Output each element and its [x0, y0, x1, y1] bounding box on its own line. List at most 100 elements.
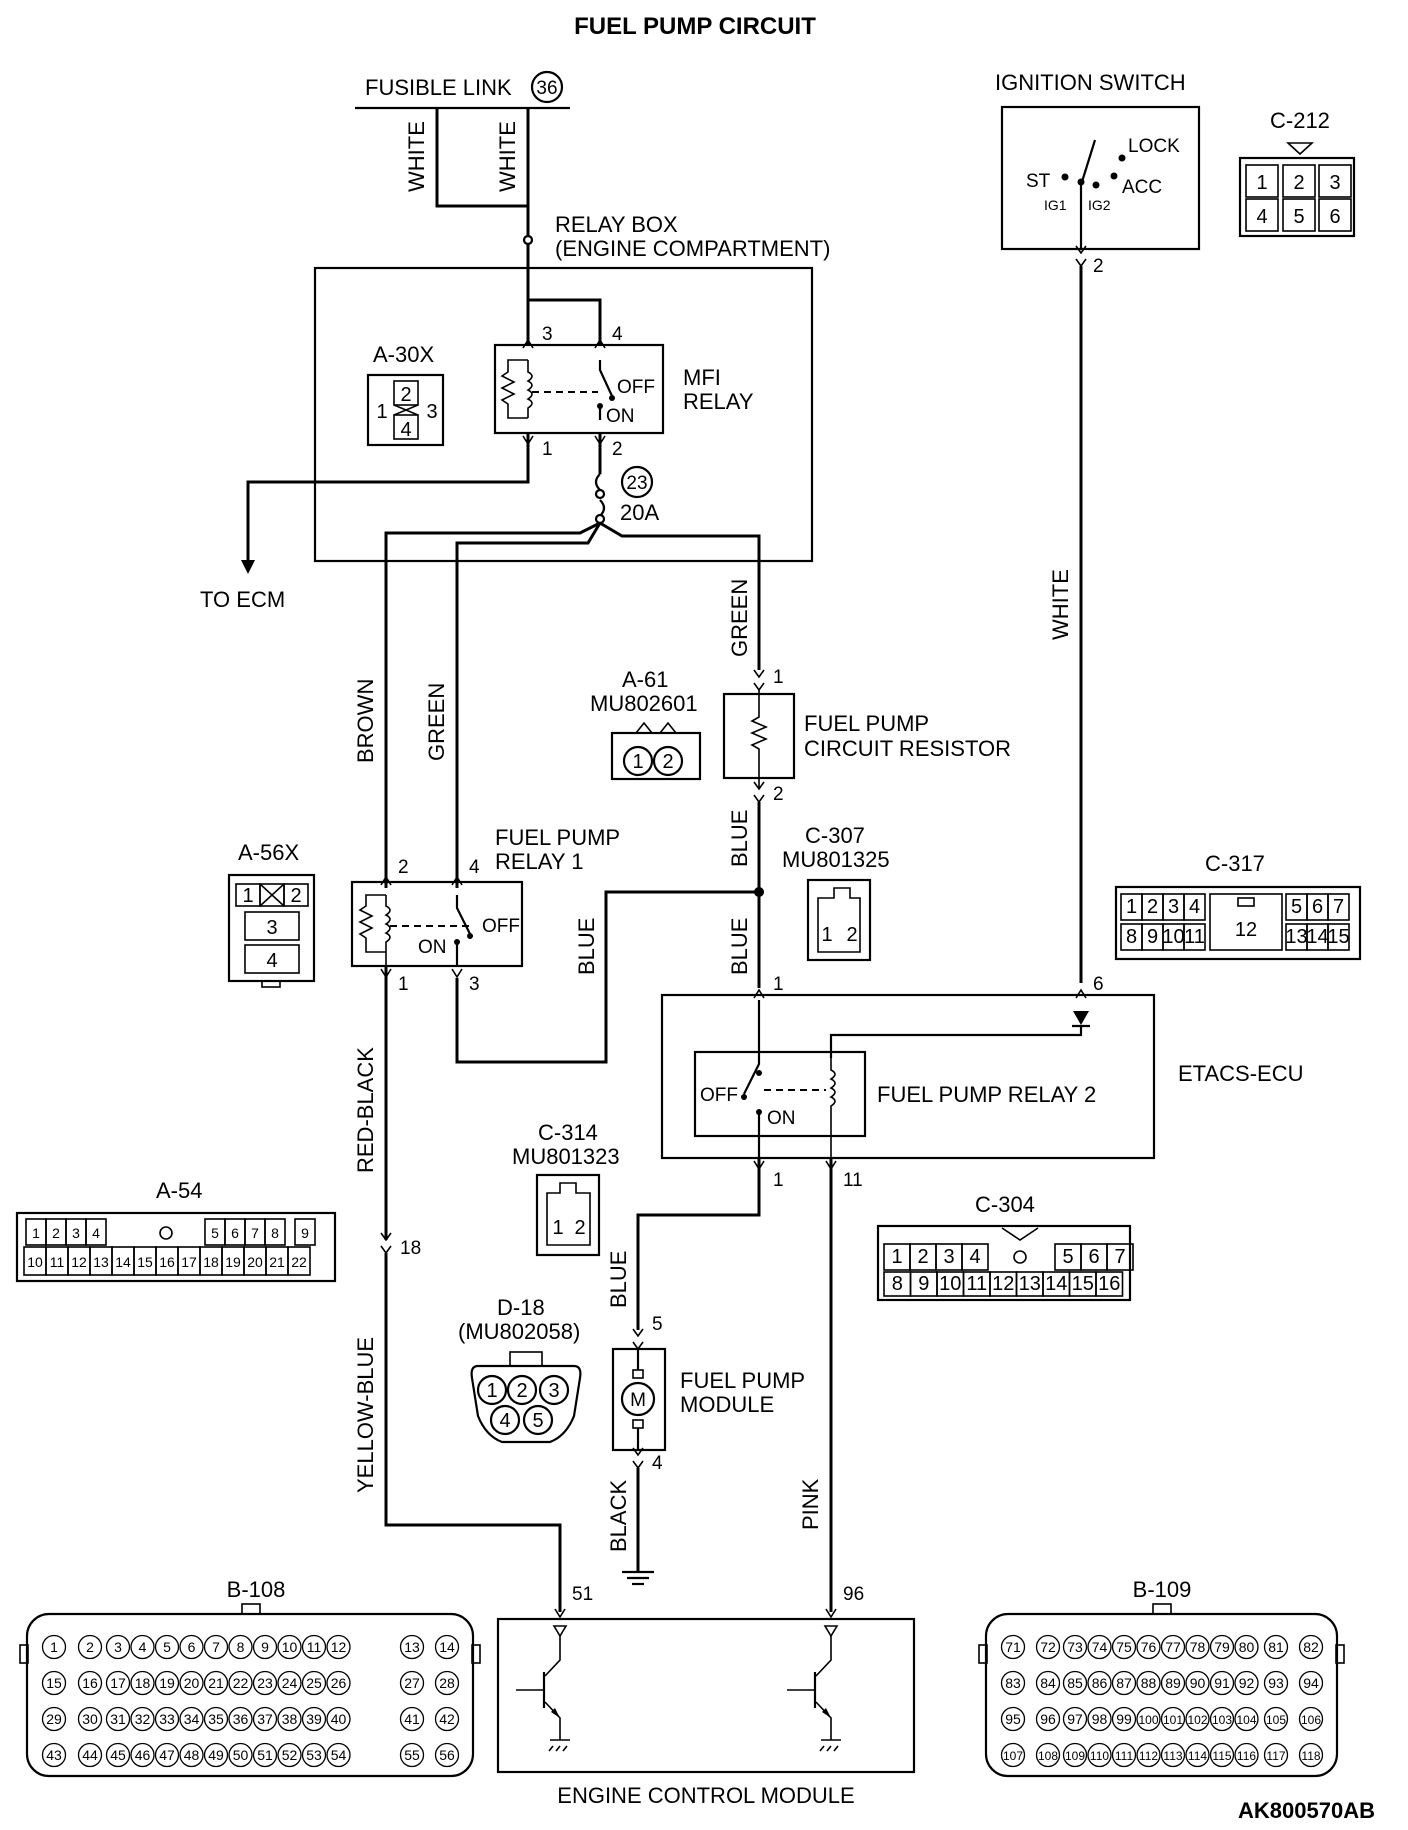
b108-pin: 5 — [163, 1639, 171, 1655]
wire-label-blue-3: BLUE — [727, 918, 752, 975]
b109-pin-circle — [1185, 1634, 1210, 1660]
b109-pin-circle — [1263, 1742, 1289, 1768]
motor-label: M — [630, 1390, 646, 1411]
d18-pin: 5 — [532, 1410, 543, 1432]
ignition-switch-box — [1000, 105, 1201, 251]
c317-pin: 11 — [1184, 926, 1205, 948]
to-ecm-label: TO ECM — [200, 587, 285, 612]
relay2-label: FUEL PUMP RELAY 2 — [877, 1082, 1096, 1107]
b108-pin: 2 — [86, 1639, 94, 1655]
d18-part: (MU802058) — [458, 1319, 580, 1344]
b108-pin-circle — [105, 1706, 131, 1732]
b108-pin-circle — [179, 1670, 204, 1696]
c212-label: C-212 — [1270, 108, 1330, 133]
b108-pin-circle — [77, 1634, 103, 1660]
ignition-switch-label: IGNITION SWITCH — [995, 70, 1186, 95]
wire-yellow-blue — [384, 1253, 562, 1612]
c304-label: C-304 — [975, 1192, 1035, 1217]
a54-center-mark — [159, 1226, 173, 1240]
a61-part: MU802601 — [590, 691, 698, 716]
a30x-pin-box — [393, 380, 419, 406]
a54-pin-box — [85, 1218, 107, 1246]
mfi-pin-2: 2 — [612, 439, 623, 460]
b109-pin: 116 — [1237, 1749, 1256, 1763]
b108-pin: 54 — [331, 1747, 347, 1763]
b109-pin-circle — [1263, 1706, 1289, 1732]
b108-pin-circle — [154, 1634, 180, 1660]
relay2-contact-top — [756, 1070, 762, 1076]
b108-pin-circle — [154, 1670, 180, 1696]
b108-pin: 52 — [282, 1747, 298, 1763]
etacs-pin-1-top: 1 — [773, 974, 784, 995]
b109-pin-circle — [1298, 1742, 1324, 1768]
b108-pin: 36 — [233, 1711, 249, 1727]
a56x-label: A-56X — [238, 840, 299, 865]
b109-pin: 113 — [1163, 1749, 1182, 1763]
a54-pin: 18 — [203, 1254, 219, 1270]
c304-shell — [876, 1224, 1132, 1302]
ign-ig1-dot — [1077, 178, 1085, 186]
c304-pin: 3 — [943, 1246, 954, 1268]
c304-pin: 13 — [1019, 1273, 1041, 1295]
b109-pin: 100 — [1138, 1713, 1158, 1727]
c314-body — [546, 1182, 591, 1246]
relay2-off-label: OFF — [700, 1085, 738, 1106]
ign-ig2-label: IG2 — [1088, 197, 1111, 213]
b109-pin: 74 — [1092, 1639, 1108, 1655]
fuse-number: 23 — [626, 473, 647, 494]
fuel-pump-motor-icon — [620, 1381, 656, 1417]
b108-pin: 55 — [404, 1747, 420, 1763]
ecm-box — [496, 1617, 916, 1774]
b109-pin: 99 — [1116, 1711, 1132, 1727]
a54-pin: 3 — [72, 1225, 80, 1241]
a54-pin-box — [287, 1246, 311, 1276]
c317-pin: 3 — [1168, 896, 1179, 918]
b108-pin: 24 — [282, 1675, 298, 1691]
b108-pin: 21 — [208, 1675, 224, 1691]
wire-blue-pump — [636, 1158, 761, 1330]
pump-pin5-connector — [632, 1328, 644, 1350]
b108-pin-circle — [154, 1706, 180, 1732]
b109-pin: 94 — [1303, 1675, 1319, 1691]
c314-label: C-314 — [538, 1120, 598, 1145]
a30x-pin: 1 — [376, 401, 387, 423]
b108-pin: 6 — [188, 1639, 196, 1655]
relay2-box — [693, 1050, 867, 1138]
relay-box-entry-node — [522, 234, 534, 246]
c304-pin: 15 — [1072, 1273, 1094, 1295]
b109-pin-circle — [1160, 1706, 1186, 1732]
a54-pin: 20 — [247, 1254, 263, 1270]
d18-pin: 2 — [516, 1380, 527, 1402]
b108-pin-circle — [252, 1670, 278, 1696]
b108-pin: 44 — [82, 1747, 98, 1763]
b108-pin-circle — [326, 1670, 351, 1696]
b108-latch-left — [19, 1644, 29, 1664]
d18-pin: 4 — [499, 1410, 510, 1432]
relay2-coil — [829, 1058, 836, 1158]
c304-center-mark — [1013, 1250, 1027, 1264]
b108-pin-circle — [41, 1706, 67, 1732]
b108-pin: 45 — [110, 1747, 126, 1763]
c212-pins — [1245, 164, 1352, 232]
relay1-resistor — [358, 894, 386, 953]
ecm-label: ENGINE CONTROL MODULE — [557, 1783, 854, 1808]
b108-pin: 40 — [331, 1711, 347, 1727]
wire-label-pink: PINK — [798, 1478, 823, 1530]
wire-label-brown: BROWN — [353, 679, 378, 763]
wire-label-black: BLACK — [606, 1480, 631, 1552]
b109-pin: 76 — [1141, 1639, 1157, 1655]
b108-pin: 37 — [257, 1711, 273, 1727]
relay1-on-label: ON — [418, 937, 447, 958]
b109-pin-circle — [1111, 1670, 1137, 1696]
b108-pin-circle — [277, 1634, 302, 1660]
wire-blue-relay1 — [455, 890, 759, 1064]
b108-pin: 18 — [135, 1675, 151, 1691]
a54-pin: 4 — [92, 1225, 100, 1241]
b108-pin: 34 — [184, 1711, 200, 1727]
b108-pin: 16 — [82, 1675, 98, 1691]
a56x-pin: 3 — [266, 917, 277, 939]
